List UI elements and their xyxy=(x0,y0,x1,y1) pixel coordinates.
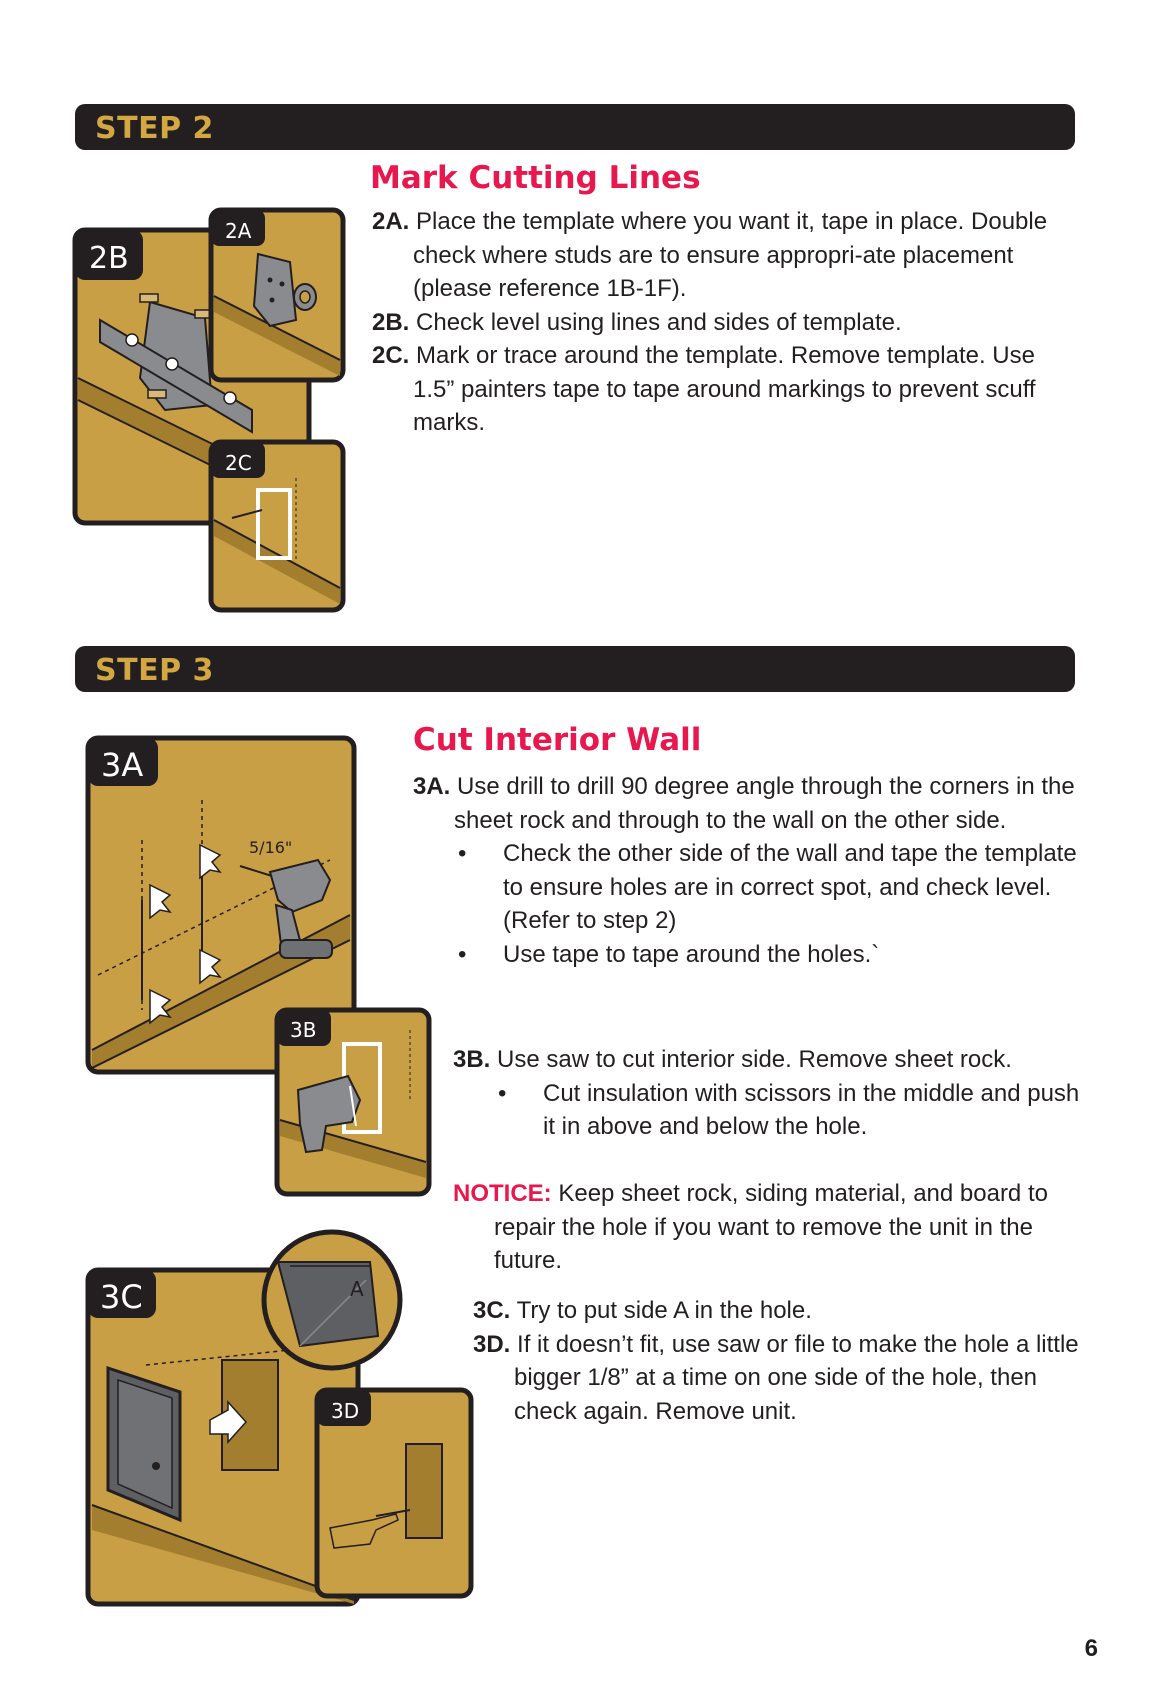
side-a-marker: A xyxy=(350,1277,364,1301)
notice-text: Keep sheet rock, siding material, and bo… xyxy=(494,1180,1048,1274)
panel-3d-label: 3D xyxy=(331,1399,359,1423)
step-3b-instructions: 3B. Use saw to cut interior side. Remove… xyxy=(453,1043,1083,1144)
step-3-label: STEP 3 xyxy=(95,653,214,688)
item-3d: 3D. If it doesn’t fit, use saw or file t… xyxy=(473,1328,1083,1429)
panel-3b xyxy=(274,1007,432,1197)
page-number: 6 xyxy=(1084,1635,1098,1662)
bullet-3a-1: • Check the other side of the wall and ta… xyxy=(454,837,1083,938)
item-2a-label: 2A. xyxy=(372,208,410,235)
item-2c: 2C. Mark or trace around the template. R… xyxy=(372,339,1082,440)
item-3a-text: Use drill to drill 90 degree angle throu… xyxy=(454,773,1075,834)
item-3a: 3A. Use drill to drill 90 degree angle t… xyxy=(413,770,1083,837)
bullet-3b-1-text: Cut insulation with scissors in the midd… xyxy=(543,1079,1080,1141)
panel-3d xyxy=(314,1387,474,1599)
step-3-bar: STEP 3 xyxy=(75,646,1075,692)
bullet-dot: • xyxy=(498,1079,507,1107)
step-3-heading: Cut Interior Wall xyxy=(413,722,702,758)
item-2b: 2B. Check level using lines and sides of… xyxy=(372,306,1082,340)
step-3cd-instructions: 3C. Try to put side A in the hole. 3D. I… xyxy=(473,1294,1083,1428)
panel-2b-label: 2B xyxy=(89,241,129,276)
panel-3c-label: 3C xyxy=(100,1278,143,1316)
item-2a-text: Place the template where you want it, ta… xyxy=(413,208,1048,302)
item-3c-text: Try to put side A in the hole. xyxy=(516,1297,812,1324)
notice-block: NOTICE: Keep sheet rock, siding material… xyxy=(453,1177,1053,1278)
item-3b-label: 3B. xyxy=(453,1046,491,1073)
panel-2c xyxy=(208,439,346,613)
bullet-3a-1-text: Check the other side of the wall and tap… xyxy=(503,840,1077,934)
step-2-bar: STEP 2 xyxy=(75,104,1075,150)
item-2b-text: Check level using lines and sides of tem… xyxy=(416,308,902,336)
bullets-3b: • Cut insulation with scissors in the mid… xyxy=(453,1077,1083,1144)
item-3d-label: 3D. xyxy=(473,1330,511,1358)
item-2a: 2A. Place the template where you want it… xyxy=(372,205,1082,306)
panel-3a xyxy=(85,735,357,1075)
item-3a-label: 3A. xyxy=(413,773,451,800)
notice-label: NOTICE: xyxy=(453,1180,552,1207)
drill-size-label: 5/16" xyxy=(249,838,292,857)
item-3d-text: If it doesn’t fit, use saw or file to ma… xyxy=(514,1330,1079,1425)
item-3b: 3B. Use saw to cut interior side. Remove… xyxy=(453,1043,1083,1077)
bullet-3a-2: • Use tape to tape around the holes.` xyxy=(454,938,1083,972)
side-a-inset xyxy=(261,1229,403,1371)
item-2c-label: 2C. xyxy=(372,342,410,369)
step-2-instructions: 2A. Place the template where you want it… xyxy=(372,205,1082,440)
panel-2c-label: 2C xyxy=(225,451,252,475)
bullet-dot: • xyxy=(458,840,467,867)
item-3c-label: 3C. xyxy=(473,1297,511,1324)
step-2-heading: Mark Cutting Lines xyxy=(370,160,701,196)
item-2c-text: Mark or trace around the template. Remov… xyxy=(413,342,1036,436)
bullets-3a: • Check the other side of the wall and ta… xyxy=(413,837,1083,971)
panel-3a-label: 3A xyxy=(101,746,143,784)
bullet-dot: • xyxy=(458,940,467,968)
bullet-3a-2-text: Use tape to tape around the holes.` xyxy=(503,940,880,968)
panel-2a xyxy=(208,207,346,383)
item-3b-text: Use saw to cut interior side. Remove she… xyxy=(497,1046,1012,1073)
panel-2a-label: 2A xyxy=(225,219,252,243)
item-3c: 3C. Try to put side A in the hole. xyxy=(473,1294,1083,1328)
panel-3b-label: 3B xyxy=(290,1018,316,1042)
notice: NOTICE: Keep sheet rock, siding material… xyxy=(453,1177,1053,1278)
item-2b-label: 2B. xyxy=(372,308,410,336)
bullet-3b-1: • Cut insulation with scissors in the mid… xyxy=(494,1077,1083,1144)
step-2-label: STEP 2 xyxy=(95,111,214,146)
step-3a-instructions: 3A. Use drill to drill 90 degree angle t… xyxy=(413,770,1083,971)
